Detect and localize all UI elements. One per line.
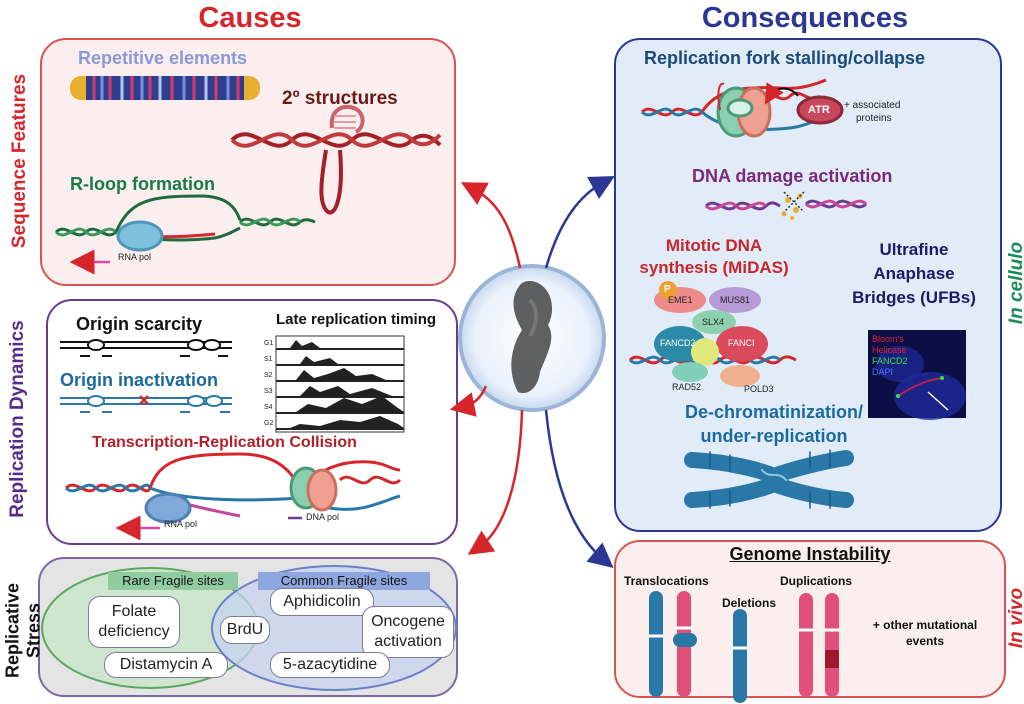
associated-proteins-line-2: proteins	[856, 113, 892, 124]
micro-blooms-label: Bloom's	[872, 334, 904, 344]
atr-label: ATR	[808, 104, 830, 116]
central-cell	[458, 264, 606, 412]
dechromatinization-line-2: under-replication	[700, 426, 848, 446]
folate-line-1: Folate	[111, 603, 157, 620]
repetitive-elements-bar	[70, 76, 260, 100]
oncogene-line-1: Oncogene	[371, 613, 445, 630]
associated-proteins-line-1: + associated	[844, 100, 901, 111]
rna-pol-label: RNA pol	[118, 252, 152, 262]
trc-dna-pol-label: DNA pol	[306, 512, 340, 522]
phase-label-s3: S3	[264, 388, 273, 395]
origin-scarcity-graphic	[60, 339, 232, 357]
phase-label-s2: S2	[264, 372, 273, 379]
consequences-header: Consequences	[701, 2, 909, 34]
oncogene-line-2: activation	[374, 633, 442, 650]
aphidicolin-chip: Aphidicolin	[270, 588, 374, 616]
trc-dna	[64, 452, 402, 541]
phase-label-s1: S1	[264, 356, 273, 363]
common-fragile-sites-label: Common Fragile sites	[280, 573, 408, 588]
deletions-label: Deletions	[722, 596, 777, 610]
micro-helicase-label: Helicase	[872, 345, 907, 355]
ufb-title-line-1: Ultrafine	[879, 240, 949, 259]
phase-label-g2: G2	[264, 420, 274, 427]
genome-chromosomes	[649, 591, 839, 703]
ufb-microscopy	[868, 330, 966, 420]
origin-inactivation-graphic	[60, 395, 232, 413]
brdu-chip: BrdU	[220, 616, 270, 644]
under-replicated-chromosome	[684, 449, 854, 509]
repetitive-elements-title: Repetitive elements	[78, 48, 248, 68]
oncogene-activation-chip: Oncogene activation	[362, 606, 454, 658]
other-events-line-2: events	[905, 634, 945, 648]
phase-label-s4: S4	[264, 404, 273, 411]
genome-instability-title: Genome Instability	[729, 544, 891, 564]
other-events-line-1: + other mutational	[872, 618, 978, 632]
r-loop-dna	[54, 194, 316, 275]
dechromatinization-line-1: De-chromatinization/	[684, 402, 863, 422]
midas-title-line-1: Mitotic DNA	[665, 236, 763, 255]
protein-eme1: EME1	[668, 295, 693, 305]
micro-dapi-label: DAPI	[872, 367, 894, 377]
protein-fanci: FANCI	[728, 338, 755, 348]
consequence-arrows	[544, 176, 615, 569]
protein-mus81: MUS81	[720, 295, 751, 305]
trc-title: Transcription-Replication Collision	[92, 434, 357, 451]
rare-fragile-sites-label: Rare Fragile sites	[122, 573, 224, 588]
protein-slx4: SLX4	[702, 317, 725, 327]
causes-header: Causes	[198, 2, 302, 34]
dna-damage-title: DNA damage activation	[692, 166, 893, 186]
protein-fancd2: FANCD2	[660, 338, 696, 348]
micro-fancd2-label: FANCD2	[872, 356, 908, 366]
secondary-structures-title: 2º structures	[282, 88, 398, 109]
ufb-title-line-2: Anaphase	[873, 264, 955, 283]
duplications-label: Duplications	[780, 574, 853, 588]
fork-stalling-title: Replication fork stalling/collapse	[644, 48, 926, 68]
r-loop-title: R-loop formation	[70, 174, 215, 194]
azacytidine-chip: 5-azacytidine	[270, 652, 390, 678]
folate-line-2: deficiency	[98, 623, 170, 640]
dna-damage-graphic	[704, 191, 868, 220]
phase-label-g1: G1	[264, 340, 274, 347]
secondary-structure-dna	[230, 105, 442, 215]
folate-deficiency-chip: Folate deficiency	[88, 596, 180, 648]
distamycin-chip: Distamycin A	[104, 652, 228, 678]
protein-rad52: RAD52	[672, 382, 702, 392]
midas-complex	[628, 281, 797, 387]
cause-arrows	[449, 182, 524, 555]
trc-rna-pol-label: RNA pol	[164, 519, 198, 529]
late-replication-timing-title: Late replication timing	[276, 311, 437, 328]
origin-inactivation-title: Origin inactivation	[60, 370, 219, 390]
midas-title-line-2: synthesis (MiDAS)	[639, 258, 789, 277]
origin-scarcity-title: Origin scarcity	[76, 314, 203, 334]
translocations-label: Translocations	[624, 574, 709, 588]
fork-stalling-graphic	[640, 78, 844, 138]
ufb-title-line-3: Bridges (UFBs)	[852, 288, 976, 307]
protein-p: P	[664, 284, 671, 295]
replication-timing-plots	[275, 335, 405, 433]
protein-pold3: POLD3	[744, 384, 774, 394]
